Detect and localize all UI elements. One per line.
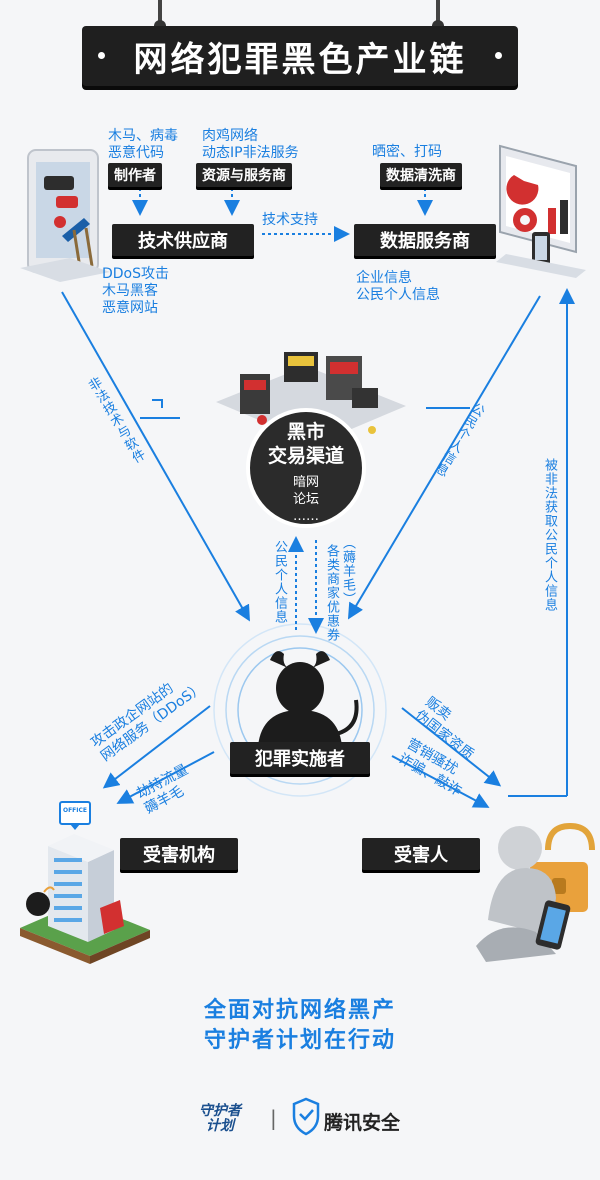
slogan-line2: 守护者计划在行动 <box>203 1028 396 1053</box>
building-illustration <box>20 801 150 964</box>
victim-person-box: 受害人 <box>362 838 480 870</box>
phone-illustration <box>20 149 110 282</box>
market-title-line2: 交易渠道 <box>267 445 344 467</box>
tech-supplier-box: 技术供应商 <box>112 224 254 256</box>
page-title: 网络犯罪黑色产业链 <box>133 39 467 80</box>
attack-list: DDoS攻击 木马黑客 恶意网站 <box>102 266 169 317</box>
guardian-logo-line2: 计划 <box>206 1118 234 1134</box>
label-coupon-paren: （薅羊毛） <box>340 536 355 606</box>
guardian-logo: 守护者 计划 <box>188 1104 252 1134</box>
criminal-silhouette <box>258 651 359 746</box>
market-darknet: 暗网 <box>292 475 319 490</box>
market-dots: …… <box>293 509 319 524</box>
data-service-box: 数据服务商 <box>354 224 496 256</box>
label-personal-info-mid: 公民个人信息 <box>272 540 287 624</box>
criminal-box: 犯罪实施者 <box>230 742 370 774</box>
info-list: 企业信息 公民个人信息 <box>356 270 440 304</box>
tech-support-label: 技术支持 <box>262 212 318 228</box>
tag-crack-code: 晒密、打码 <box>372 144 442 160</box>
office-sign: OFFICE <box>62 807 88 814</box>
victim-illustration <box>476 822 595 962</box>
tag-dynamic-ip: 动态IP非法服务 <box>202 145 299 161</box>
market-forum: 论坛 <box>292 492 319 507</box>
resource-tags: 肉鸡网络 动态IP非法服务 <box>202 128 299 162</box>
logo-separator: | <box>270 1106 277 1130</box>
title-dot-right <box>495 52 502 59</box>
guardian-logo-line1: 守护者 <box>199 1103 241 1119</box>
market-title-line1: 黑市 <box>286 421 325 443</box>
title-board: 网络犯罪黑色产业链 <box>82 26 518 86</box>
tag-trojan: 木马、病毒 <box>108 128 178 144</box>
market-circle <box>246 408 366 528</box>
flow-arrows <box>61 188 575 808</box>
label-illegally-obtained: 被非法获取公民个人信息 <box>542 458 557 612</box>
market-illustration <box>216 352 406 444</box>
cleaner-tags: 晒密、打码 <box>372 144 442 161</box>
victim-org-box: 受害机构 <box>120 838 238 870</box>
title-dot-left <box>98 52 105 59</box>
tag-malicious-site: 恶意网站 <box>102 300 158 316</box>
shield-logo-icon <box>292 1097 320 1136</box>
tencent-security-logo: 腾讯安全 <box>324 1112 401 1134</box>
maker-box: 制作者 <box>108 163 162 187</box>
tag-personal-info: 公民个人信息 <box>356 287 440 303</box>
market-title: 黑市 交易渠道 <box>248 420 364 468</box>
slogan-line1: 全面对抗网络黑产 <box>203 998 396 1023</box>
label-coupon: 各类商家优惠券 <box>324 544 339 642</box>
tag-ddos: DDoS攻击 <box>102 266 170 282</box>
tag-trojan-hacker: 木马黑客 <box>102 283 158 299</box>
data-chart-illustration <box>496 144 586 278</box>
tag-malicious-code: 恶意代码 <box>108 145 164 161</box>
resource-box: 资源与服务商 <box>196 163 292 187</box>
tag-botnet: 肉鸡网络 <box>202 128 258 144</box>
tag-enterprise-info: 企业信息 <box>356 270 412 286</box>
cleaner-box: 数据清洗商 <box>380 163 462 187</box>
market-sub: 暗网 论坛 …… <box>248 474 364 525</box>
maker-tags: 木马、病毒 恶意代码 <box>108 128 178 162</box>
